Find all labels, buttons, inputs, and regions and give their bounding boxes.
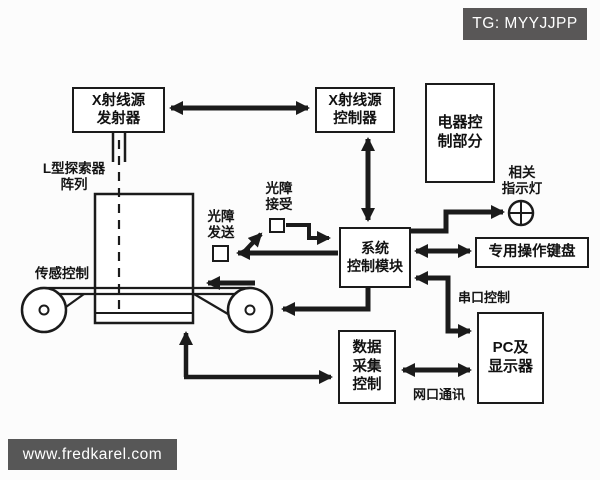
node-operation-keyboard: 专用操作键盘 (475, 237, 589, 268)
node-system-control-module: 系统 控制模块 (339, 227, 411, 288)
label-indicator-light: 相关 指示灯 (501, 165, 543, 196)
label-sensor-control: 传感控制 (35, 266, 89, 281)
light-barrier-receive-box (269, 218, 285, 233)
label-light-barrier-receive: 光障 接受 (265, 181, 293, 212)
node-electric-control: 电器控 制部分 (425, 83, 495, 183)
telegram-badge: TG: MYYJJPP (463, 8, 587, 40)
arrow-system-to-roller (281, 287, 371, 316)
indicator-light-icon (507, 199, 535, 227)
node-data-acquisition: 数据 采集 控制 (338, 330, 396, 404)
light-barrier-send-box (212, 245, 229, 262)
node-pc-display: PC及 显示器 (477, 312, 544, 404)
arrow-light-beam (243, 232, 263, 253)
arrow-receive-to-system (286, 223, 331, 245)
node-xray-emitter: X射线源 发射器 (72, 87, 165, 133)
label-light-barrier-send: 光障 发送 (207, 209, 235, 240)
conveyor-roller-left-icon (20, 286, 68, 334)
label-detector-array: L型探索器 阵列 (42, 161, 106, 192)
label-serial-control: 串口控制 (457, 290, 510, 305)
conveyor-roller-right-icon (226, 286, 274, 334)
node-xray-controller: X射线源 控制器 (315, 87, 395, 133)
belt-wrap-right (193, 293, 234, 318)
site-watermark: www.fredkarel.com (8, 439, 177, 470)
arrow-serial-system-pc (414, 271, 472, 338)
label-network-comm: 网口通讯 (412, 387, 465, 402)
scanner-tunnel-box (93, 192, 195, 325)
arrow-system-to-indicator (410, 205, 505, 234)
